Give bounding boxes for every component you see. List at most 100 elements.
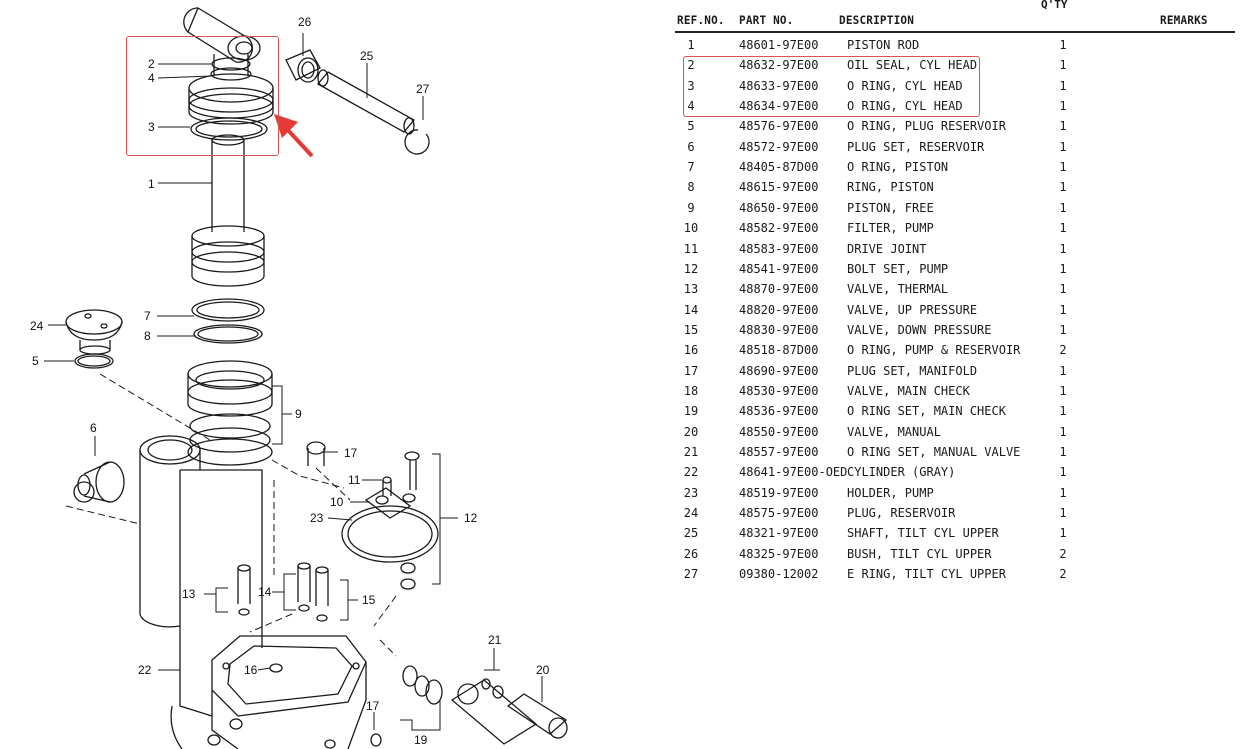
callout-25: 25 bbox=[360, 49, 374, 63]
part-no-cell: 48830-97E00 bbox=[739, 322, 819, 337]
diagram-highlight-box bbox=[126, 36, 279, 156]
callout-3: 3 bbox=[148, 120, 155, 134]
ref-no-cell: 14 bbox=[683, 302, 699, 317]
manifold bbox=[207, 635, 367, 749]
qty-cell: 1 bbox=[1059, 485, 1067, 500]
qty-cell: 1 bbox=[1059, 241, 1067, 256]
part-no-cell: 48583-97E00 bbox=[739, 241, 819, 256]
part-no-cell: 48518-87D00 bbox=[739, 343, 819, 358]
ref-no-cell: 26 bbox=[683, 546, 699, 561]
part-no-cell: 48576-97E00 bbox=[739, 119, 819, 134]
ref-no-cell: 17 bbox=[683, 363, 699, 378]
ref-no-cell: 21 bbox=[683, 445, 699, 459]
exploded-parts-diagram: 2 4 3 1 26 25 27 24 5 7 8 9 6 17 11 10 2… bbox=[30, 7, 568, 749]
ref-no-cell: 4 bbox=[687, 99, 695, 114]
qty-cell: 1 bbox=[1059, 404, 1067, 419]
callout-7: 7 bbox=[144, 309, 151, 323]
part-no-cell: 48641-97E00-OED bbox=[739, 465, 848, 480]
description-cell: O RING, PISTON bbox=[847, 160, 949, 175]
part-no-cell: 48541-97E00 bbox=[739, 261, 819, 276]
part-no-cell: 48572-97E00 bbox=[739, 139, 819, 154]
description-cell: RING, PISTON bbox=[847, 180, 934, 195]
description-cell: PLUG SET, RESERVOIR bbox=[847, 139, 985, 154]
part-no-cell: 09380-12002 bbox=[739, 567, 819, 582]
header-qty: Q'TY bbox=[1041, 0, 1068, 11]
description-cell: O RING, CYL HEAD bbox=[847, 99, 963, 114]
qty-cell: 1 bbox=[1059, 383, 1067, 398]
part-no-cell: 48820-97E00 bbox=[739, 302, 819, 317]
header-remarks: REMARKS bbox=[1160, 13, 1208, 28]
part-no-cell: 48530-97E00 bbox=[739, 383, 819, 398]
callout-8: 8 bbox=[144, 329, 151, 343]
description-cell: DRIVE JOINT bbox=[847, 241, 927, 256]
callout-2: 2 bbox=[148, 57, 155, 71]
qty-cell: 2 bbox=[1059, 546, 1067, 561]
pump-holder bbox=[306, 441, 439, 590]
header-part-no: PART NO. bbox=[739, 13, 794, 28]
description-cell: PISTON, FREE bbox=[847, 200, 934, 215]
ref-no-cell: 10 bbox=[683, 221, 699, 236]
callout-12: 12 bbox=[464, 511, 478, 525]
part-no-cell: 48634-97E00 bbox=[739, 99, 819, 114]
check-and-manual-valves bbox=[370, 665, 568, 747]
callout-1: 1 bbox=[148, 177, 155, 191]
qty-cell: 1 bbox=[1059, 506, 1067, 521]
cylinder-body bbox=[139, 435, 263, 749]
description-cell: PLUG, RESERVOIR bbox=[847, 506, 956, 521]
description-cell: VALVE, MANUAL bbox=[847, 424, 941, 439]
callout-11: 11 bbox=[348, 473, 361, 487]
callout-4: 4 bbox=[148, 71, 155, 85]
part-no-cell: 48325-97E00 bbox=[739, 546, 819, 561]
free-piston bbox=[187, 360, 273, 466]
ref-no-cell: 20 bbox=[683, 424, 699, 439]
ref-no-cell: 24 bbox=[683, 506, 699, 521]
ref-no-cell: 13 bbox=[683, 282, 699, 297]
callout-26: 26 bbox=[298, 15, 312, 29]
qty-cell: 1 bbox=[1059, 180, 1067, 195]
description-cell: VALVE, UP PRESSURE bbox=[847, 302, 978, 317]
part-no-cell: 48519-97E00 bbox=[739, 485, 819, 500]
part-no-cell: 48633-97E00 bbox=[739, 78, 819, 93]
callout-21: 21 bbox=[488, 633, 502, 647]
callout-17b: 17 bbox=[366, 699, 380, 713]
part-no-cell: 48870-97E00 bbox=[739, 282, 819, 297]
pressure-valves bbox=[237, 562, 329, 622]
qty-cell: 1 bbox=[1059, 119, 1067, 134]
parts-list-table: Q'TY REF.NO. PART NO. DESCRIPTION REMARK… bbox=[675, 0, 1241, 749]
callout-6: 6 bbox=[90, 421, 97, 435]
part-no-cell: 48582-97E00 bbox=[739, 221, 819, 236]
plug-set bbox=[73, 461, 125, 503]
description-cell: FILTER, PUMP bbox=[847, 221, 934, 236]
qty-cell: 1 bbox=[1059, 99, 1067, 114]
description-cell: BOLT SET, PUMP bbox=[847, 261, 949, 276]
piston-rod bbox=[191, 134, 265, 287]
part-no-cell: 48550-97E00 bbox=[739, 424, 819, 439]
description-cell: O RING SET, MANUAL VALVE bbox=[847, 445, 1021, 459]
ref-no-cell: 15 bbox=[683, 322, 699, 337]
qty-cell: 2 bbox=[1059, 567, 1067, 582]
ref-no-cell: 3 bbox=[687, 78, 695, 93]
callout-23: 23 bbox=[310, 511, 324, 525]
qty-cell: 1 bbox=[1059, 465, 1067, 480]
ref-no-cell: 22 bbox=[683, 465, 699, 480]
ref-no-cell: 18 bbox=[683, 383, 699, 398]
qty-cell: 1 bbox=[1059, 363, 1067, 378]
description-cell: SHAFT, TILT CYL UPPER bbox=[847, 526, 999, 541]
header-rule bbox=[675, 31, 1235, 33]
ref-no-cell: 27 bbox=[683, 567, 699, 582]
qty-cell: 1 bbox=[1059, 424, 1067, 439]
callout-5: 5 bbox=[32, 354, 39, 368]
callout-20: 20 bbox=[536, 663, 550, 677]
qty-cell: 1 bbox=[1059, 445, 1067, 459]
qty-cell: 1 bbox=[1059, 261, 1067, 276]
header-description: DESCRIPTION bbox=[839, 13, 915, 28]
description-cell: PLUG SET, MANIFOLD bbox=[847, 363, 978, 378]
qty-cell: 1 bbox=[1059, 302, 1067, 317]
ref-no-cell: 9 bbox=[687, 200, 695, 215]
qty-cell: 1 bbox=[1059, 282, 1067, 297]
cylinder-head bbox=[188, 54, 274, 141]
description-cell: E RING, TILT CYL UPPER bbox=[847, 567, 1006, 582]
description-cell: O RING, PUMP & RESERVOIR bbox=[847, 343, 1021, 358]
callout-10: 10 bbox=[330, 495, 344, 509]
qty-cell: 1 bbox=[1059, 78, 1067, 93]
